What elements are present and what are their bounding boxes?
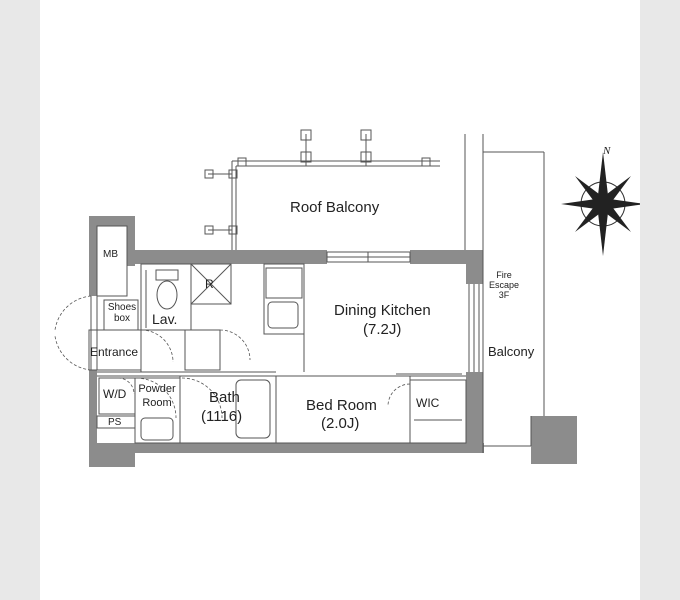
wic-label: WIC (416, 396, 440, 410)
roof-balcony-label: Roof Balcony (290, 199, 380, 216)
mb-label: MB (103, 249, 118, 260)
wall-bottom (127, 443, 484, 453)
wall-bottom-right-block (531, 416, 577, 464)
floor-plan-drawing (54, 129, 640, 467)
wall-top-right (410, 250, 483, 264)
shoes-box-label: Shoes box (107, 302, 137, 324)
wall-mb-right (127, 216, 135, 266)
bed-room-size: (2.0J) (321, 415, 360, 432)
bed-room-label: Bed Room (306, 397, 377, 414)
ps-label: PS (108, 417, 122, 428)
entrance-label: Entrance (90, 345, 139, 359)
fire-escape-label: Fire Escape 3F (488, 270, 520, 300)
compass-north-label: N (603, 145, 611, 157)
wall-right-lower (466, 372, 483, 453)
dining-kitchen-label: Dining Kitchen (334, 302, 431, 319)
wall-top-left (127, 250, 327, 264)
wall-left-upper (89, 216, 97, 296)
door-swings (54, 295, 411, 419)
thin-lines (88, 129, 545, 453)
bath-size: (1116) (201, 408, 243, 425)
wd-label: W/D (103, 387, 127, 401)
lav-label: Lav. (152, 311, 178, 327)
wall-mb-top (89, 216, 135, 226)
compass-icon (561, 152, 640, 256)
walls (89, 216, 577, 467)
powder-room-label: Powder Room (138, 383, 176, 409)
wall-right-block (466, 264, 483, 284)
dining-kitchen-size: (7.2J) (363, 321, 402, 338)
balcony-label: Balcony (488, 344, 535, 359)
refrigerator-label: R (205, 277, 214, 291)
floor-plan (40, 0, 640, 600)
wall-left-lower (89, 370, 97, 467)
bath-label: Bath (209, 389, 240, 406)
